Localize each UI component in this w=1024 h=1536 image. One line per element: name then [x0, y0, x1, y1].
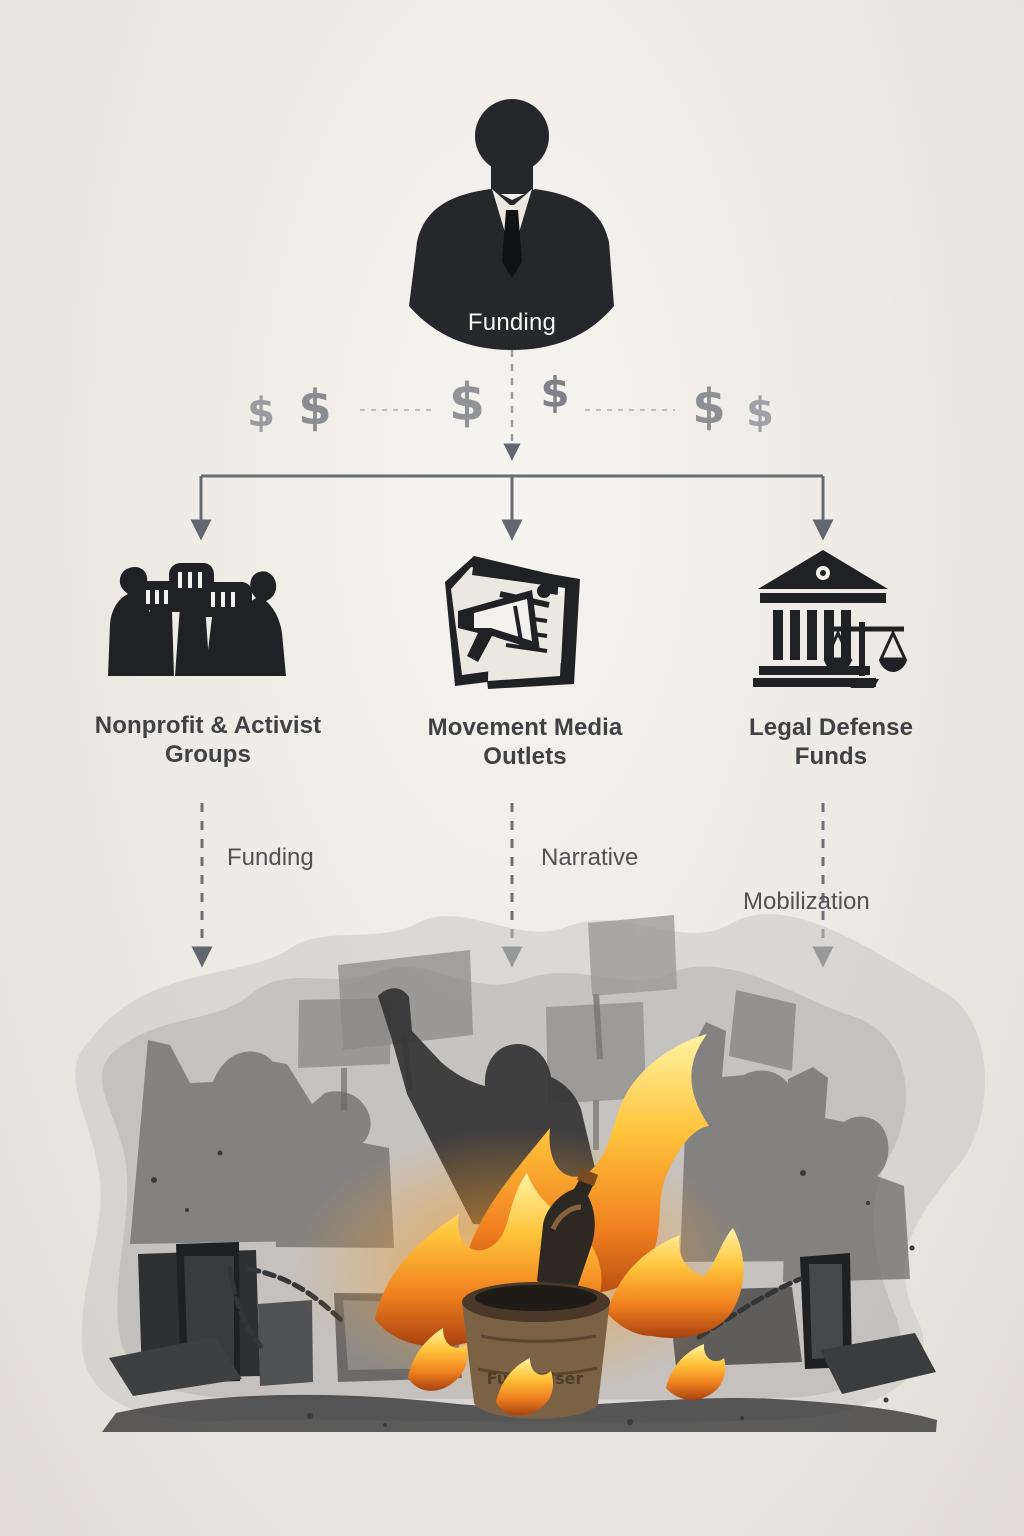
funding-flow-label: Funding — [227, 843, 314, 872]
raised-fists-icon — [108, 563, 286, 676]
dollar-icon: $ — [449, 373, 485, 433]
dollar-icon: $ — [540, 368, 569, 417]
top-money-flow — [360, 350, 675, 452]
top-funding-label: Funding — [437, 308, 587, 337]
movement-media-outlets-label: Movement Media Outlets — [405, 713, 645, 772]
mobilization-flow-label: Mobilization — [743, 887, 870, 916]
nonprofit-activist-groups-label: Nonprofit & Activist Groups — [82, 711, 334, 770]
courthouse-scales-icon — [753, 550, 907, 688]
dollar-signs: $ $ $ $ $ $ — [247, 368, 774, 436]
legal-defense-funds-label: Legal Defense Funds — [733, 713, 929, 772]
dollar-icon: $ — [692, 379, 725, 435]
dollar-icon: $ — [746, 390, 774, 436]
dollar-icon: $ — [247, 390, 275, 436]
branch-connectors — [201, 476, 823, 530]
burning-bucket: Fundraiser — [462, 1282, 610, 1419]
protest-scene: Fundraiser — [75, 914, 985, 1432]
narrative-flow-label: Narrative — [541, 843, 638, 872]
dollar-icon: $ — [298, 380, 331, 436]
media-megaphone-icon — [445, 556, 580, 689]
